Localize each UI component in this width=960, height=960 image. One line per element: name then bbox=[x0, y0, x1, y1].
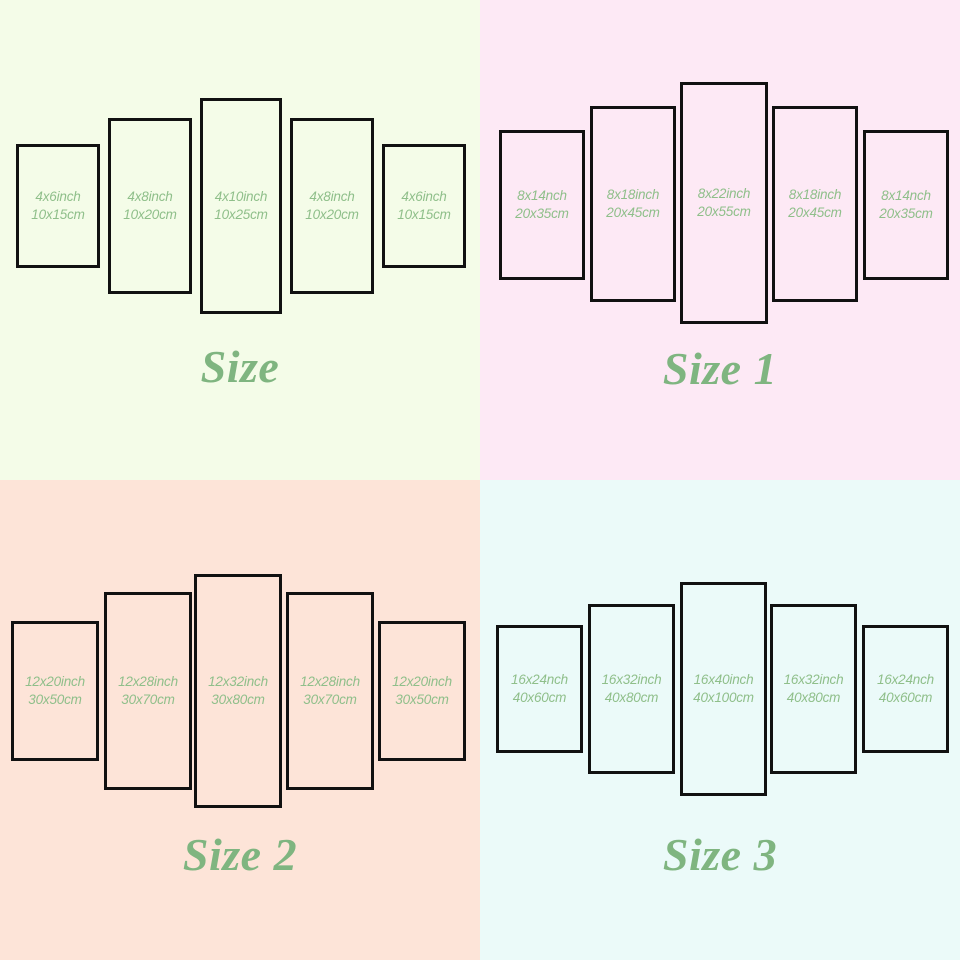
panel-size-2[interactable]: 4x8inch 10x20cm bbox=[108, 118, 192, 294]
quadrant-size: 4x6inch 10x15cm 4x8inch 10x20cm 4x10inch… bbox=[0, 0, 480, 480]
quadrant-title-size-2: Size 2 bbox=[182, 829, 298, 880]
panel-label: 4x6inch 10x15cm bbox=[31, 188, 85, 222]
panel-group-size: 4x6inch 10x15cm 4x8inch 10x20cm 4x10inch… bbox=[0, 0, 480, 480]
panel-size3-1[interactable]: 16x24nch 40x60cm bbox=[496, 625, 583, 753]
panel-size2-1[interactable]: 12x20inch 30x50cm bbox=[11, 621, 99, 761]
panel-size1-3[interactable]: 8x22inch 20x55cm bbox=[680, 82, 768, 324]
quadrant-title-size-1: Size 1 bbox=[662, 343, 778, 394]
panel-group-size-3: 16x24nch 40x60cm 16x32inch 40x80cm 16x40… bbox=[480, 480, 960, 960]
panel-label: 12x32inch 30x80cm bbox=[208, 673, 268, 707]
panel-size-1[interactable]: 4x6inch 10x15cm bbox=[16, 144, 100, 268]
panel-label: 12x28inch 30x70cm bbox=[300, 673, 360, 707]
panel-label: 4x8inch 10x20cm bbox=[305, 188, 359, 222]
panel-size2-5[interactable]: 12x20inch 30x50cm bbox=[378, 621, 466, 761]
panel-size-3[interactable]: 4x10inch 10x25cm bbox=[200, 98, 282, 314]
panel-label: 16x32inch 40x80cm bbox=[783, 671, 844, 705]
panel-label: 12x28inch 30x70cm bbox=[118, 673, 178, 707]
panel-label: 16x32inch 40x80cm bbox=[601, 671, 662, 705]
panel-size1-1[interactable]: 8x14nch 20x35cm bbox=[499, 130, 585, 280]
quadrant-title-size: Size bbox=[200, 341, 280, 392]
panel-label: 8x18inch 20x45cm bbox=[606, 186, 660, 220]
panel-size1-2[interactable]: 8x18inch 20x45cm bbox=[590, 106, 676, 302]
panel-group-size-1: 8x14nch 20x35cm 8x18inch 20x45cm 8x22inc… bbox=[480, 0, 960, 480]
panel-size1-4[interactable]: 8x18inch 20x45cm bbox=[772, 106, 858, 302]
panel-size1-5[interactable]: 8x14nch 20x35cm bbox=[863, 130, 949, 280]
panel-label: 16x24nch 40x60cm bbox=[511, 671, 568, 705]
panel-label: 8x14nch 20x35cm bbox=[515, 187, 569, 221]
panel-size3-3[interactable]: 16x40inch 40x100cm bbox=[680, 582, 767, 796]
quadrant-size-2: 12x20inch 30x50cm 12x28inch 30x70cm 12x3… bbox=[0, 480, 480, 960]
panel-label: 16x24nch 40x60cm bbox=[877, 671, 934, 705]
panel-size-5[interactable]: 4x6inch 10x15cm bbox=[382, 144, 466, 268]
panel-label: 12x20inch 30x50cm bbox=[392, 673, 452, 707]
panel-label: 8x18inch 20x45cm bbox=[788, 186, 842, 220]
panel-label: 8x14nch 20x35cm bbox=[879, 187, 933, 221]
quadrant-size-3: 16x24nch 40x60cm 16x32inch 40x80cm 16x40… bbox=[480, 480, 960, 960]
panel-label: 4x8inch 10x20cm bbox=[123, 188, 177, 222]
panel-label: 4x10inch 10x25cm bbox=[214, 188, 268, 222]
panel-label: 4x6inch 10x15cm bbox=[397, 188, 451, 222]
panel-label: 8x22inch 20x55cm bbox=[697, 185, 751, 219]
panel-label: 12x20inch 30x50cm bbox=[25, 673, 85, 707]
panel-size3-5[interactable]: 16x24nch 40x60cm bbox=[862, 625, 949, 753]
panel-size2-3[interactable]: 12x32inch 30x80cm bbox=[194, 574, 282, 808]
panel-group-size-2: 12x20inch 30x50cm 12x28inch 30x70cm 12x3… bbox=[0, 480, 480, 960]
quadrant-size-1: 8x14nch 20x35cm 8x18inch 20x45cm 8x22inc… bbox=[480, 0, 960, 480]
panel-size3-2[interactable]: 16x32inch 40x80cm bbox=[588, 604, 675, 774]
panel-size-4[interactable]: 4x8inch 10x20cm bbox=[290, 118, 374, 294]
panel-size3-4[interactable]: 16x32inch 40x80cm bbox=[770, 604, 857, 774]
panel-label: 16x40inch 40x100cm bbox=[693, 671, 754, 705]
panel-size2-4[interactable]: 12x28inch 30x70cm bbox=[286, 592, 374, 790]
quadrant-title-size-3: Size 3 bbox=[662, 829, 778, 880]
panel-size2-2[interactable]: 12x28inch 30x70cm bbox=[104, 592, 192, 790]
